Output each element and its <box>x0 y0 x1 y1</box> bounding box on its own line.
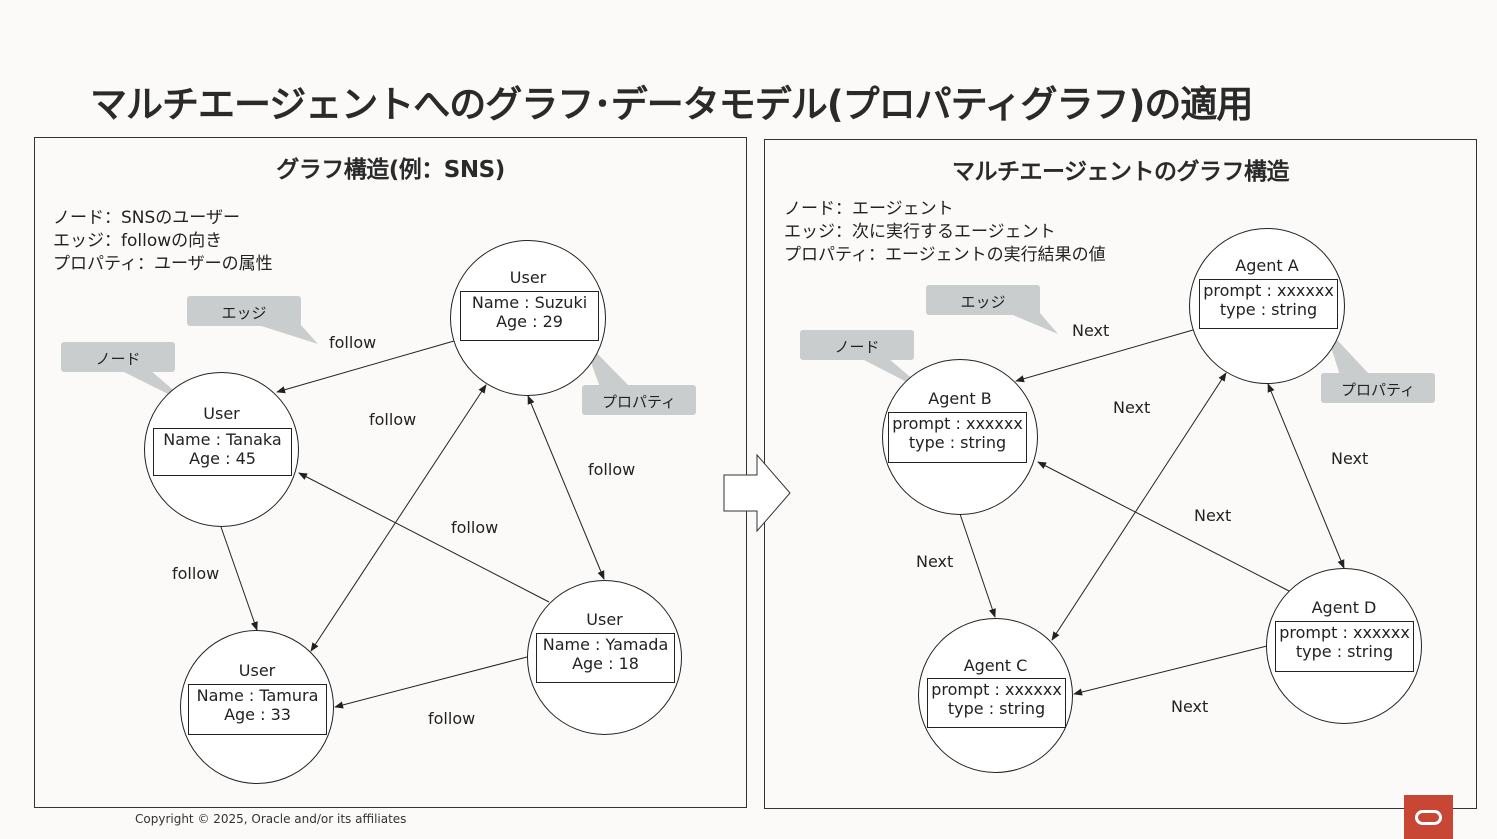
left-panel-title: グラフ構造(例：SNS) <box>276 157 505 183</box>
node-agent-a: Agent A prompt : xxxxxx type : string <box>1189 228 1345 384</box>
node-user-tanaka: User Name : Tanaka Age : 45 <box>144 372 299 527</box>
edge-d-b <box>1037 461 1290 592</box>
right-property-callout-label: プロパティ <box>1340 381 1416 399</box>
property-box: prompt : xxxxxx type : string <box>927 678 1066 728</box>
right-legend-edge: エッジ：次に実行するエージェント <box>784 222 1056 242</box>
node-agent-c: Agent C prompt : xxxxxx type : string <box>918 618 1073 773</box>
node-agent-b: Agent B prompt : xxxxxx type : string <box>882 359 1038 515</box>
node-type-label: Agent C <box>963 656 1028 675</box>
property-type: type : string <box>1295 642 1394 661</box>
right-legend: ノード：エージェント エッジ：次に実行するエージェント プロパティ：エージェント… <box>784 198 1106 267</box>
edge-tamura-suzuki <box>310 384 487 652</box>
edge-label-a-d: Next <box>1331 449 1369 468</box>
property-prompt: prompt : xxxxxx <box>892 414 1023 433</box>
property-type: type : string <box>1219 300 1318 319</box>
right-edge-callout <box>926 285 1058 334</box>
edge-label-suzuki-tanaka: follow <box>329 333 377 352</box>
edge-yamada-tamura <box>334 656 528 709</box>
property-prompt: prompt : xxxxxx <box>931 680 1062 699</box>
node-agent-d: Agent D prompt : xxxxxx type : string <box>1266 568 1422 724</box>
property-name: Name : Suzuki <box>471 293 588 312</box>
node-type-label: Agent D <box>1311 598 1377 617</box>
property-box: Name : Suzuki Age : 29 <box>460 291 599 341</box>
property-age: Age : 18 <box>572 654 639 673</box>
property-name: Name : Yamada <box>542 635 669 654</box>
property-type: type : string <box>947 699 1046 718</box>
edge-label-yamada-tamura: follow <box>428 709 476 728</box>
edge-a-d <box>1267 383 1345 569</box>
edge-d-c <box>1073 645 1268 696</box>
left-edge-callout <box>187 296 318 344</box>
left-node-callout-label: ノード <box>95 350 141 368</box>
edge-suzuki-tanaka <box>276 340 455 394</box>
page-title: マルチエージェントへのグラフ･データモデル(プロパティグラフ)の適用 <box>90 83 1253 126</box>
edge-c-a <box>1051 372 1227 641</box>
left-legend: ノード：SNSのユーザー エッジ：followの向き プロパティ：ユーザーの属性 <box>53 207 273 276</box>
node-user-suzuki: User Name : Suzuki Age : 29 <box>450 240 606 396</box>
node-user-yamada: User Name : Yamada Age : 18 <box>527 580 682 735</box>
edge-tanaka-tamura <box>220 526 258 631</box>
node-type-label: Agent B <box>928 389 992 408</box>
property-prompt: prompt : xxxxxx <box>1279 623 1410 642</box>
right-legend-node: ノード：エージェント <box>784 199 954 219</box>
property-box: prompt : xxxxxx type : string <box>1275 621 1414 672</box>
right-arrow-icon <box>723 453 791 533</box>
property-name: Name : Tamura <box>196 686 319 705</box>
property-box: Name : Tamura Age : 33 <box>188 684 327 735</box>
property-box: prompt : xxxxxx type : string <box>888 412 1027 463</box>
property-prompt: prompt : xxxxxx <box>1203 281 1334 300</box>
left-legend-property: プロパティ：ユーザーの属性 <box>53 254 273 274</box>
edge-label-suzuki-yamada: follow <box>588 460 636 479</box>
edge-yamada-tanaka <box>298 472 550 603</box>
node-type-label: User <box>509 268 547 287</box>
edge-label-tamura-suzuki: follow <box>369 410 417 429</box>
right-panel-title: マルチエージェントのグラフ構造 <box>951 159 1290 185</box>
node-user-tamura: User Name : Tamura Age : 33 <box>180 630 334 784</box>
edge-a-b <box>1015 329 1194 383</box>
property-age: Age : 33 <box>224 705 291 724</box>
property-box: prompt : xxxxxx type : string <box>1199 279 1338 329</box>
node-type-label: User <box>238 661 276 680</box>
property-name: Name : Tanaka <box>163 430 282 449</box>
left-legend-edge: エッジ：followの向き <box>53 231 223 251</box>
right-legend-property: プロパティ：エージェントの実行結果の値 <box>784 245 1106 265</box>
edge-label-a-b: Next <box>1072 321 1110 340</box>
left-property-callout-label: プロパティ <box>601 393 677 411</box>
copyright-text: Copyright © 2025, Oracle and/or its affi… <box>135 812 407 826</box>
edge-label-b-c: Next <box>916 552 954 571</box>
edge-label-d-c: Next <box>1171 697 1209 716</box>
edge-label-tanaka-tamura: follow <box>172 564 220 583</box>
oracle-logo-ring <box>1415 810 1442 825</box>
edge-label-c-a: Next <box>1113 398 1151 417</box>
property-age: Age : 45 <box>189 449 256 468</box>
edge-b-c <box>959 513 996 618</box>
left-edge-callout-label: エッジ <box>221 304 267 322</box>
property-type: type : string <box>908 433 1007 452</box>
edge-suzuki-yamada <box>527 395 605 580</box>
node-type-label: User <box>586 610 623 629</box>
node-type-label: User <box>203 404 240 423</box>
left-legend-node: ノード：SNSのユーザー <box>53 208 240 228</box>
edge-label-d-b: Next <box>1194 506 1232 525</box>
property-age: Age : 29 <box>496 312 563 331</box>
oracle-logo-icon <box>1404 795 1453 839</box>
property-box: Name : Tanaka Age : 45 <box>153 428 292 476</box>
edge-label-yamada-tanaka: follow <box>451 518 499 537</box>
property-box: Name : Yamada Age : 18 <box>536 633 675 683</box>
right-node-callout-label: ノード <box>834 338 880 356</box>
right-edge-callout-label: エッジ <box>960 293 1006 311</box>
node-type-label: Agent A <box>1235 256 1299 275</box>
